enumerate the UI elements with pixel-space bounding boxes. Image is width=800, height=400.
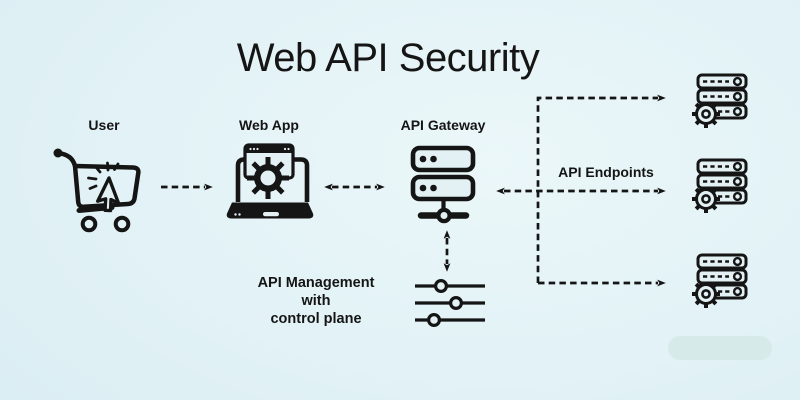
sliders-icon — [415, 279, 485, 328]
web-app-icon — [226, 143, 314, 219]
click-rays — [87, 161, 120, 190]
watermark-blob — [668, 336, 772, 360]
gear-icon — [247, 157, 289, 199]
web-app-label: Web App — [239, 117, 299, 133]
arrow-gateway-endpoint-1 — [536, 94, 666, 283]
user-label: User — [88, 117, 120, 133]
page-title: Web API Security — [236, 36, 540, 80]
api-management-label: API Management with control plane — [258, 274, 375, 328]
api-gateway-label: API Gateway — [400, 117, 486, 133]
cursor-icon — [96, 176, 121, 213]
api-management-line-1: API Management — [257, 275, 375, 291]
api-endpoints-label: API Endpoints — [558, 164, 654, 180]
endpoint-icon-1 — [690, 73, 748, 130]
api-gateway-icon — [410, 145, 476, 224]
api-management-line-3: control plane — [270, 311, 362, 327]
user-cart-icon — [53, 148, 141, 233]
api-management-line-2: with — [301, 293, 331, 309]
flow-arrows — [161, 94, 666, 287]
endpoint-icon-2 — [690, 158, 748, 215]
endpoint-icon-3 — [690, 253, 748, 310]
